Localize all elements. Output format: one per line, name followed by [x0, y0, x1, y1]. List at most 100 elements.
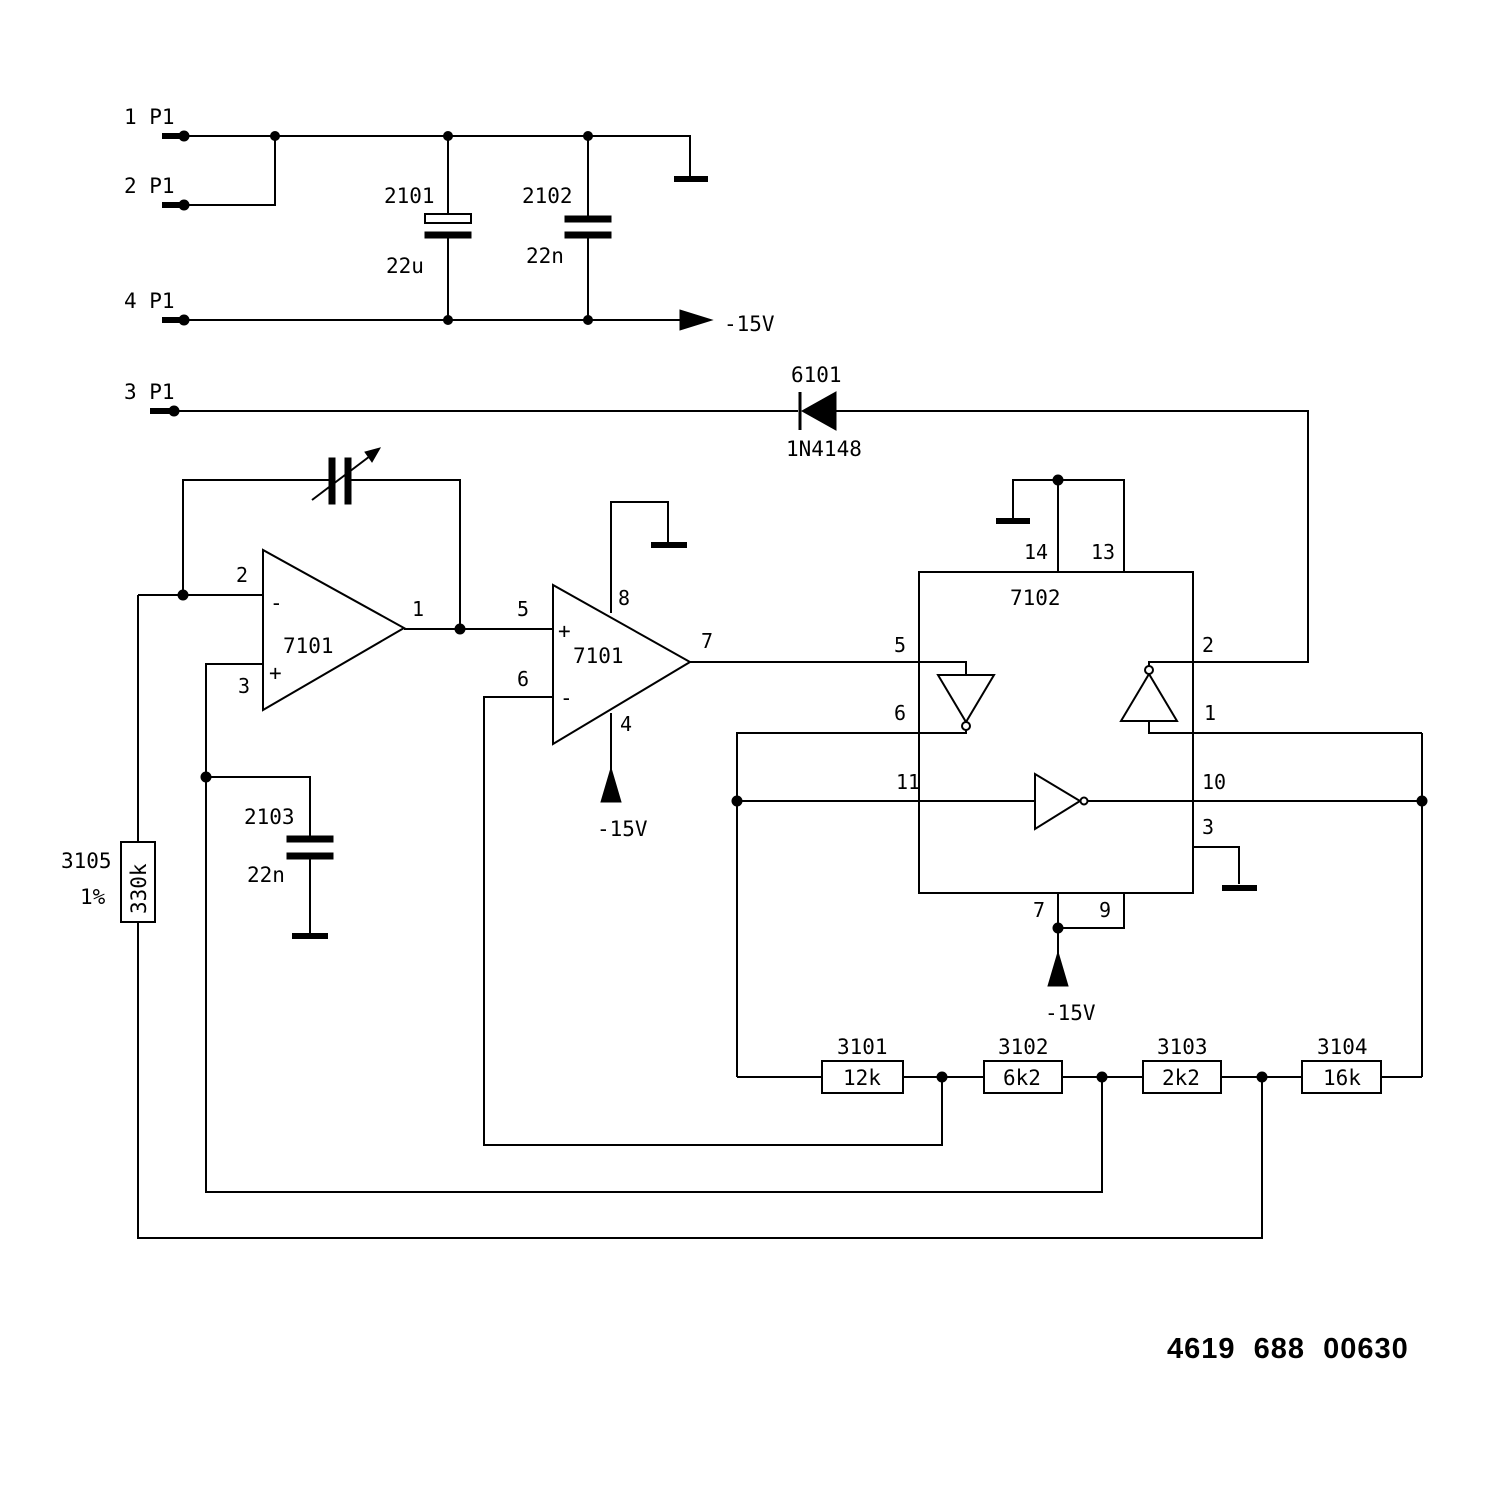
c2101-ref: 2101: [384, 184, 435, 208]
ic7102-bottom-pins-wire: [1057, 893, 1125, 965]
supply-ic-label: -15V: [1045, 1001, 1096, 1025]
junction-dot: [1096, 1071, 1108, 1083]
c2103-plate-bottom: [286, 852, 334, 860]
feedback-wire: [182, 479, 461, 629]
r3104-value: 16k: [1323, 1066, 1361, 1090]
r3104-body: [1301, 1060, 1382, 1094]
ic7102-gate-c: [1034, 772, 1082, 831]
opamp2-ref: 7101: [573, 644, 624, 668]
r3104-ref: 3104: [1317, 1035, 1368, 1059]
junction-dot: [731, 795, 743, 807]
junction-dot: [1256, 1071, 1268, 1083]
connector-p3-label: 3 P1: [124, 380, 175, 404]
r3103-body: [1142, 1060, 1222, 1094]
junction-dot: [454, 623, 466, 635]
opamp1-symbol: [262, 548, 407, 712]
junction-dot: [270, 131, 280, 141]
r3105-body: [120, 841, 156, 923]
opamp1-pin-inv: 2: [236, 563, 248, 587]
opamp2-symbol: [552, 583, 692, 746]
ic7102-pin-13: 13: [1091, 540, 1115, 564]
c2103-leads: [206, 776, 311, 934]
opamp1-section: 7101 - + 2 3 1 2103 22n: [138, 447, 1103, 1193]
r3102-value: 6k2: [1003, 1066, 1041, 1090]
gate-bubble: [1144, 665, 1154, 675]
ic7102-pin-3: 3: [1202, 815, 1214, 839]
opamp1-pin-noninv: 3: [238, 674, 250, 698]
connector-p2-label: 2 P1: [124, 174, 175, 198]
diode-icon: [800, 391, 837, 431]
ic7102-pin-14: 14: [1024, 540, 1048, 564]
ic7102-pin1-wire: [1148, 721, 1422, 734]
c2102-plate-bottom: [564, 231, 612, 239]
c2101-value: 22u: [386, 254, 424, 278]
junction-dot: [443, 315, 453, 325]
ground-rail-wire: [186, 135, 691, 178]
c2102-ref: 2102: [522, 184, 573, 208]
ic7102-ref: 7102: [1010, 586, 1061, 610]
c2103-value: 22n: [247, 863, 285, 887]
ic7102-pin3-wire: [1193, 846, 1240, 884]
diode-ref: 6101: [791, 363, 842, 387]
supply-top-label: -15V: [724, 312, 775, 336]
ic7102-pin-10: 10: [1202, 770, 1226, 794]
r3105-tolerance: 1%: [80, 885, 106, 909]
r3102-ref: 3102: [998, 1035, 1049, 1059]
supply-arrow-icon: [1047, 950, 1069, 987]
junction-dot: [1052, 474, 1064, 486]
connector-p1-label: 1 P1: [124, 105, 175, 129]
ic7102-pin-1: 1: [1204, 701, 1216, 725]
opamp2-pin-vplus: 8: [618, 586, 630, 610]
r3102-body: [983, 1060, 1063, 1094]
opamp2-noninv-sign: +: [558, 619, 571, 643]
ic7102-pin6-wire: [736, 730, 967, 1077]
gate-bubble: [961, 721, 971, 731]
c2102-plate-top: [564, 215, 612, 223]
opamp2-vplus-wire: [610, 501, 669, 613]
opamp2-section: 7101 + - 5 6 7 8 4 -15V: [483, 501, 967, 1146]
opamp2-inv-sign: -: [560, 686, 573, 710]
p2-link-wire: [186, 136, 276, 206]
trimmer-cap-plate: [328, 457, 336, 505]
c2101-plate-negative: [424, 231, 472, 239]
ic7102-gate-a: [936, 674, 996, 724]
opamp1-pin-out: 1: [412, 597, 424, 621]
ic7102-top-pins-wire: [1012, 479, 1125, 572]
r3105-value: 330k: [127, 863, 151, 914]
junction-dot: [936, 1071, 948, 1083]
c2102-value: 22n: [526, 244, 564, 268]
junction-dot: [583, 131, 593, 141]
trimmer-arrow-line: [311, 449, 379, 501]
ic7102-pin-5: 5: [894, 633, 906, 657]
junction-dot: [200, 771, 212, 783]
supply-arrow-icon: [600, 766, 622, 803]
document-number: 4619 688 00630: [1167, 1333, 1409, 1365]
junction-dot: [1052, 922, 1064, 934]
connector-dot: [178, 130, 190, 142]
c2103-plate-top: [286, 835, 334, 843]
power-input-section: 1 P1 2 P1 4 P1 -15V 2101 22u 2102 22n: [124, 105, 775, 336]
r3101-value: 12k: [843, 1066, 881, 1090]
r3105-wire: [137, 595, 1263, 1239]
ic7102-pin-6: 6: [894, 701, 906, 725]
output-wire: [174, 410, 1309, 663]
r3105-section: 330k 3105 1%: [61, 595, 1263, 1239]
ic7102-pin-9: 9: [1099, 898, 1111, 922]
opamp1-noninv-sign: +: [269, 661, 282, 685]
r3103-ref: 3103: [1157, 1035, 1208, 1059]
opamp2-pin-noninv: 5: [517, 597, 529, 621]
ic7102-section: 7102 14 13 5 6 2 1 11 10 3: [731, 474, 1428, 1077]
r3101-ref: 3101: [837, 1035, 888, 1059]
resistor-ladder: 12k 6k2 2k2 16k 3101 3102 3103 3104: [737, 1035, 1422, 1094]
r3105-ref: 3105: [61, 849, 112, 873]
r3101-body: [821, 1060, 904, 1094]
supply-arrow-icon: [679, 309, 714, 331]
opamp1-inv-sign: -: [270, 591, 283, 615]
ic7102-gate-b: [1119, 672, 1179, 722]
ic7102-pin2-stub: [1148, 661, 1193, 666]
junction-dot: [583, 315, 593, 325]
c2101-plate-positive: [424, 213, 472, 224]
gate-bubble: [1079, 796, 1089, 806]
connector-dot: [178, 314, 190, 326]
trimmer-arrow-icon: [364, 447, 382, 463]
